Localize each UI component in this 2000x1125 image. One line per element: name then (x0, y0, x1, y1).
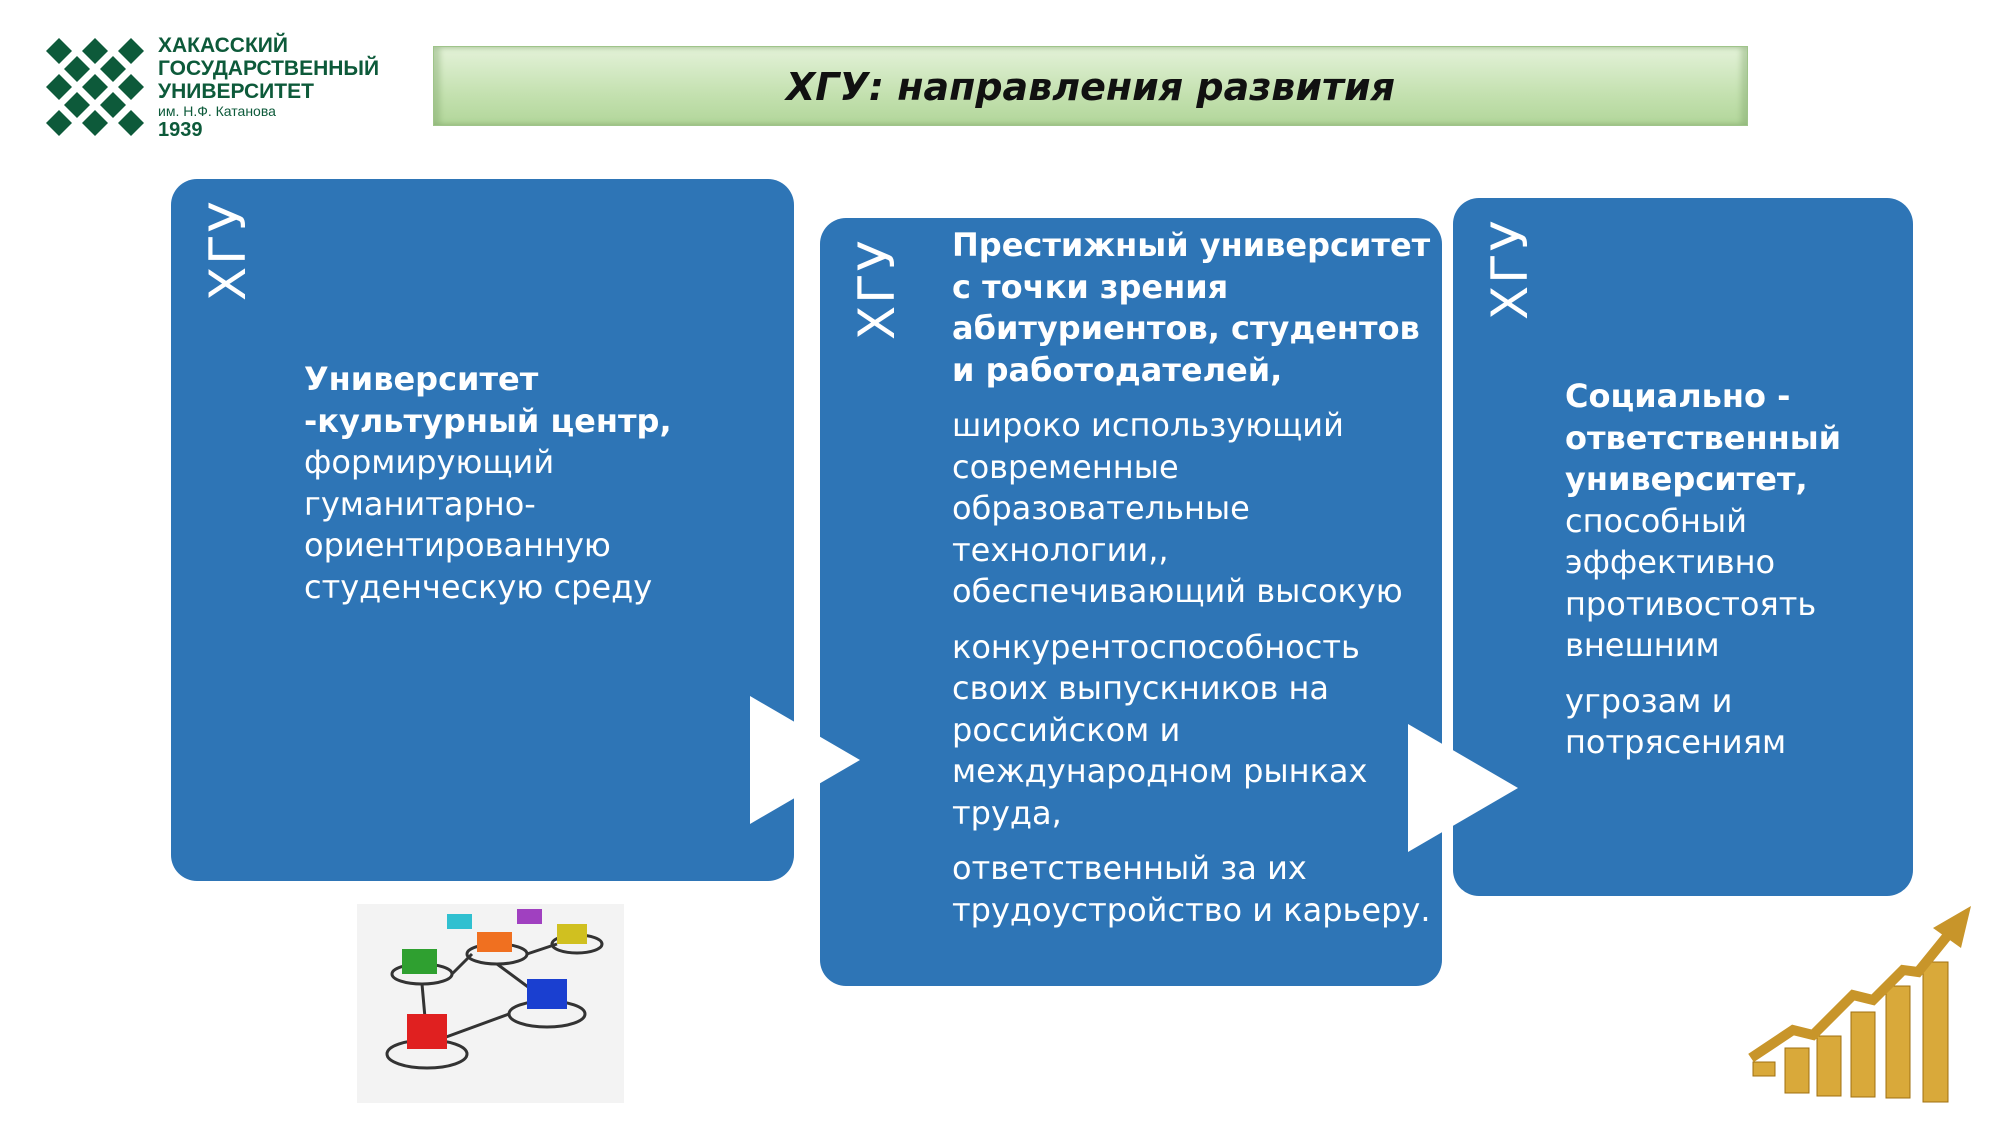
page-title: ХГУ: направления развития (785, 65, 1396, 109)
box-heading: Университет -культурный центр, (304, 360, 672, 440)
logo-line: ГОСУДАРСТВЕННЫЙ (158, 57, 380, 80)
box-text: способный эффективно противостоять внешн… (1565, 501, 1817, 665)
arrow-right-icon (1408, 724, 1518, 852)
coins-growth-image (1733, 900, 1985, 1115)
logo-text: ХАКАССКИЙ ГОСУДАРСТВЕННЫЙ УНИВЕРСИТЕТ им… (158, 34, 379, 142)
logo-line: УНИВЕРСИТЕТ (158, 80, 314, 103)
direction-box-cultural: ХГУ Университет -культурный центр, форми… (171, 179, 794, 881)
box-heading: Социально - ответственный университет, (1565, 377, 1842, 498)
people-network-image (357, 904, 624, 1103)
logo-emblem (45, 38, 149, 142)
box-label: ХГУ (1481, 218, 1539, 320)
box-text: конкурентоспособность своих выпускников … (952, 627, 1368, 832)
box-text: формирующий гуманитарно-ориентированную … (304, 443, 653, 606)
logo-line: им. Н.Ф. Катанова (158, 103, 276, 119)
box-text: угрозам и потрясениям (1565, 681, 1787, 762)
box-heading: Престижный университет с точки зрения аб… (952, 226, 1431, 389)
box-label: ХГУ (848, 238, 906, 340)
box-text: широко использующий современные образова… (952, 406, 1403, 610)
box-text: ответственный за их трудоустройство и ка… (952, 849, 1431, 929)
logo-line: ХАКАССКИЙ (158, 34, 288, 57)
direction-box-prestigious: ХГУ Престижный университет с точки зрени… (820, 218, 1442, 986)
box-label: ХГУ (199, 199, 257, 301)
title-banner: ХГУ: направления развития (433, 46, 1748, 126)
logo-year: 1939 (158, 119, 203, 141)
direction-box-social: ХГУ Социально - ответственный университе… (1453, 198, 1913, 896)
arrow-right-icon (750, 696, 860, 824)
